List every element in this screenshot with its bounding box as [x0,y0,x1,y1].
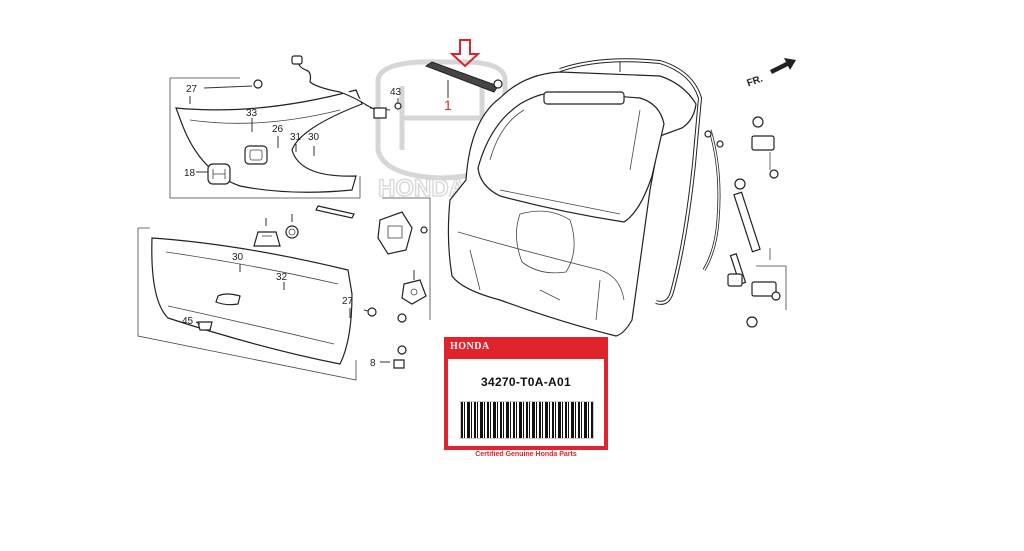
callout-32: 32 [276,272,288,283]
callout-26: 26 [272,124,284,135]
clip-43 [394,98,402,110]
lower-garnish-group [137,227,390,381]
tailgate-latch [377,197,431,320]
gas-strut [702,129,761,285]
callout-27-top: 27 [186,84,198,95]
label-white-area: 34270-T0A-A01 [448,359,604,446]
callout-43: 43 [390,87,402,98]
callout-labels: 27 43 1 33 26 31 30 18 30 32 27 45 8 [182,84,452,369]
direction-arrow-icon [770,58,796,74]
callout-31: 31 [290,132,302,143]
callout-18: 18 [184,168,196,179]
honda-part-label: HONDA 34270-T0A-A01 [444,337,608,450]
callout-33: 33 [246,108,258,119]
tailgate [447,71,697,337]
direction-label: FR. [745,73,764,89]
certified-text: Certified Genuine Honda Parts [475,451,577,458]
highlight-arrow-icon [449,39,481,68]
hinge-hardware [704,116,787,328]
trim-strip [315,205,355,219]
highlighted-part-1 [424,39,503,98]
label-brand: HONDA [450,341,490,352]
callout-30-top: 30 [308,132,320,143]
barcode [460,401,594,439]
grommet [285,214,299,239]
callout-27-lower: 27 [342,296,354,307]
callout-30-lower: 30 [232,252,244,263]
part-number: 34270-T0A-A01 [481,375,571,389]
upper-garnish-group [169,77,391,199]
weatherstrip [559,58,703,305]
callout-8: 8 [370,358,376,369]
callout-1: 1 [444,97,452,113]
lock-actuator [393,270,427,369]
license-lamp [253,218,281,247]
front-direction-indicator: FR. [745,58,796,89]
harness-cable [291,55,387,119]
callout-45: 45 [182,316,194,327]
